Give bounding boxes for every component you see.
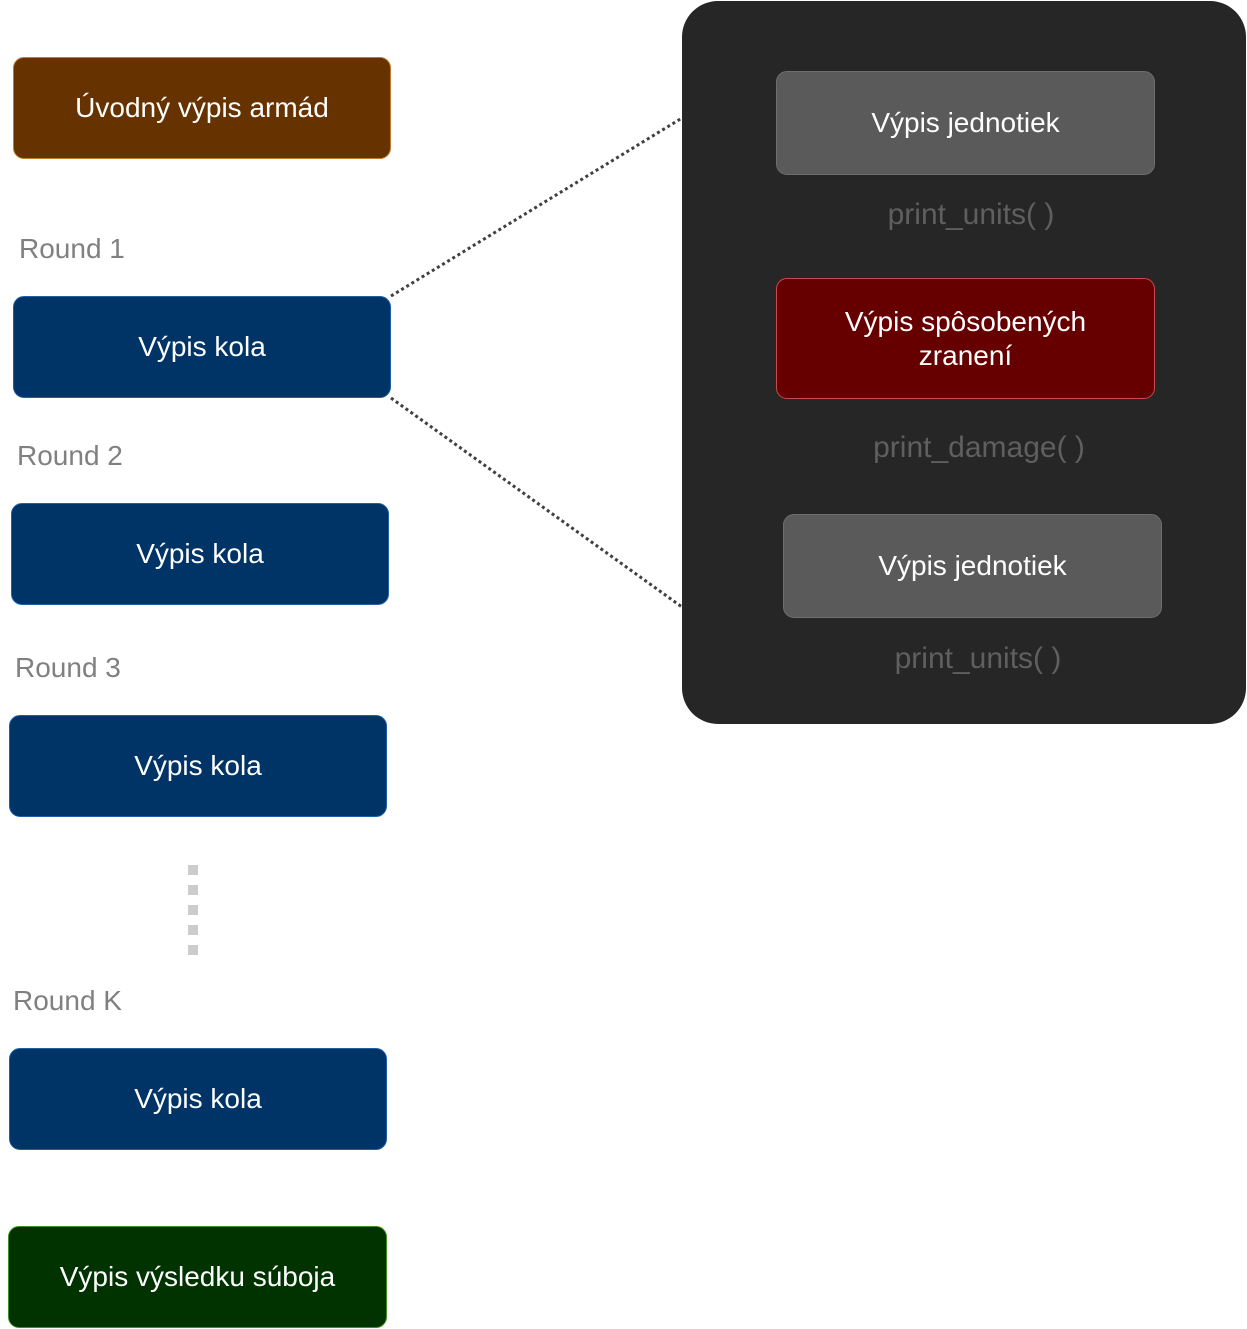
print-damage-func: print_damage( ) [873, 431, 1085, 464]
print-damage-box-label: Výpis spôsobených zranení [844, 305, 1087, 371]
print-units-func-2: print_units( ) [894, 642, 1062, 675]
round-1-box-label: Výpis kola [138, 331, 266, 363]
round-3-box-label: Výpis kola [134, 750, 262, 782]
battle-result-box: Výpis výsledku súboja [8, 1226, 387, 1328]
print-units-box-2-label: Výpis jednotiek [878, 550, 1067, 582]
print-units-box-1: Výpis jednotiek [776, 71, 1155, 175]
connector-line-top [390, 116, 683, 298]
round-2-box-label: Výpis kola [136, 538, 264, 570]
intro-armies-label: Úvodný výpis armád [75, 92, 329, 124]
print-units-box-1-label: Výpis jednotiek [871, 107, 1060, 139]
print-units-func-1: print_units( ) [887, 198, 1055, 231]
intro-armies-box: Úvodný výpis armád [13, 57, 391, 159]
connector-line-bottom [390, 396, 683, 609]
round-2-box: Výpis kola [11, 503, 389, 605]
round-3-box: Výpis kola [9, 715, 387, 817]
round-k-box: Výpis kola [9, 1048, 387, 1150]
round-3-label: Round 3 [15, 652, 121, 683]
print-damage-box: Výpis spôsobených zranení [776, 278, 1155, 399]
round-k-box-label: Výpis kola [134, 1083, 262, 1115]
round-k-label: Round K [13, 985, 122, 1016]
round-2-label: Round 2 [17, 440, 123, 471]
round-1-label: Round 1 [19, 233, 125, 264]
battle-result-label: Výpis výsledku súboja [59, 1261, 336, 1293]
print-units-box-2: Výpis jednotiek [783, 514, 1162, 618]
round-1-box: Výpis kola [13, 296, 391, 398]
